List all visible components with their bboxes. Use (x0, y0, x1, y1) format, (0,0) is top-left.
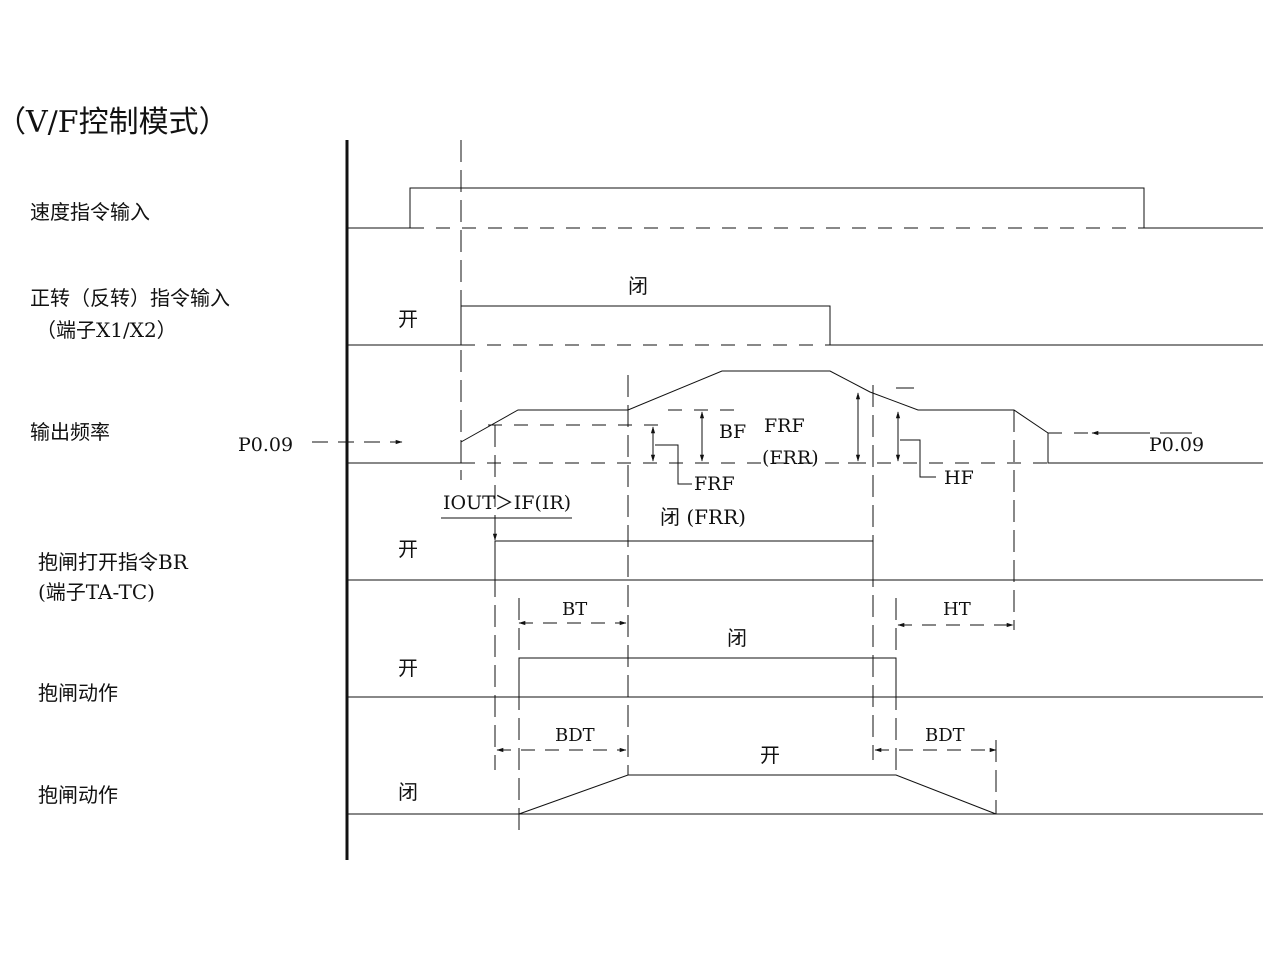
bt-label: BT (562, 599, 588, 620)
frf-leader (655, 444, 692, 485)
timing-guides (460, 140, 1015, 830)
row-label-direction-terminals: （端子X1/X2） (36, 318, 177, 342)
bdt-label-right: BDT (925, 725, 965, 746)
diagram-title: （V/F控制模式） (0, 105, 229, 140)
hf-label: HF (944, 467, 974, 489)
state-closed-brake-action: 闭 (727, 626, 747, 650)
speed-command-waveform (347, 187, 1263, 229)
row-label-output-frequency: 输出频率 (30, 420, 110, 444)
bf-label: BF (719, 421, 747, 443)
p009-label-left: P0.09 (238, 434, 294, 456)
row-label-brake-action-2: 抱闸动作 (38, 783, 118, 807)
state-closed-frr: 闭 (FRR) (660, 505, 746, 529)
row-label-brake-action-1: 抱闸动作 (38, 681, 118, 705)
hf-leader (900, 439, 936, 478)
row-label-brake-terminals: (端子TA-TC) (38, 580, 155, 604)
output-frequency-waveform (312, 370, 1263, 485)
p009-label-right: P0.09 (1149, 434, 1205, 456)
direction-command-waveform (347, 305, 1263, 346)
bdt-label-left: BDT (555, 725, 595, 746)
brake-action-waveform-1 (347, 657, 1263, 698)
row-label-speed-command: 速度指令输入 (30, 200, 150, 224)
frf-label-upper: FRF (764, 415, 805, 437)
brake-open-command-waveform (347, 540, 1263, 581)
iout-condition-label: IOUT＞IF(IR) (443, 492, 572, 514)
ht-label: HT (943, 599, 971, 620)
state-open-brake-action-2: 开 (760, 743, 780, 767)
state-open-brake-cmd: 开 (398, 537, 418, 561)
state-open-direction: 开 (398, 307, 418, 331)
brake-action-waveform-2 (347, 774, 1263, 815)
state-closed-direction: 闭 (628, 274, 648, 298)
frf-label-lower: FRF (694, 473, 735, 495)
row-label-brake-open-command: 抱闸打开指令BR (38, 550, 188, 574)
state-closed-brake-action-2: 闭 (398, 780, 418, 804)
state-open-brake-action: 开 (398, 656, 418, 680)
row-label-direction-command: 正转（反转）指令输入 (30, 286, 230, 310)
